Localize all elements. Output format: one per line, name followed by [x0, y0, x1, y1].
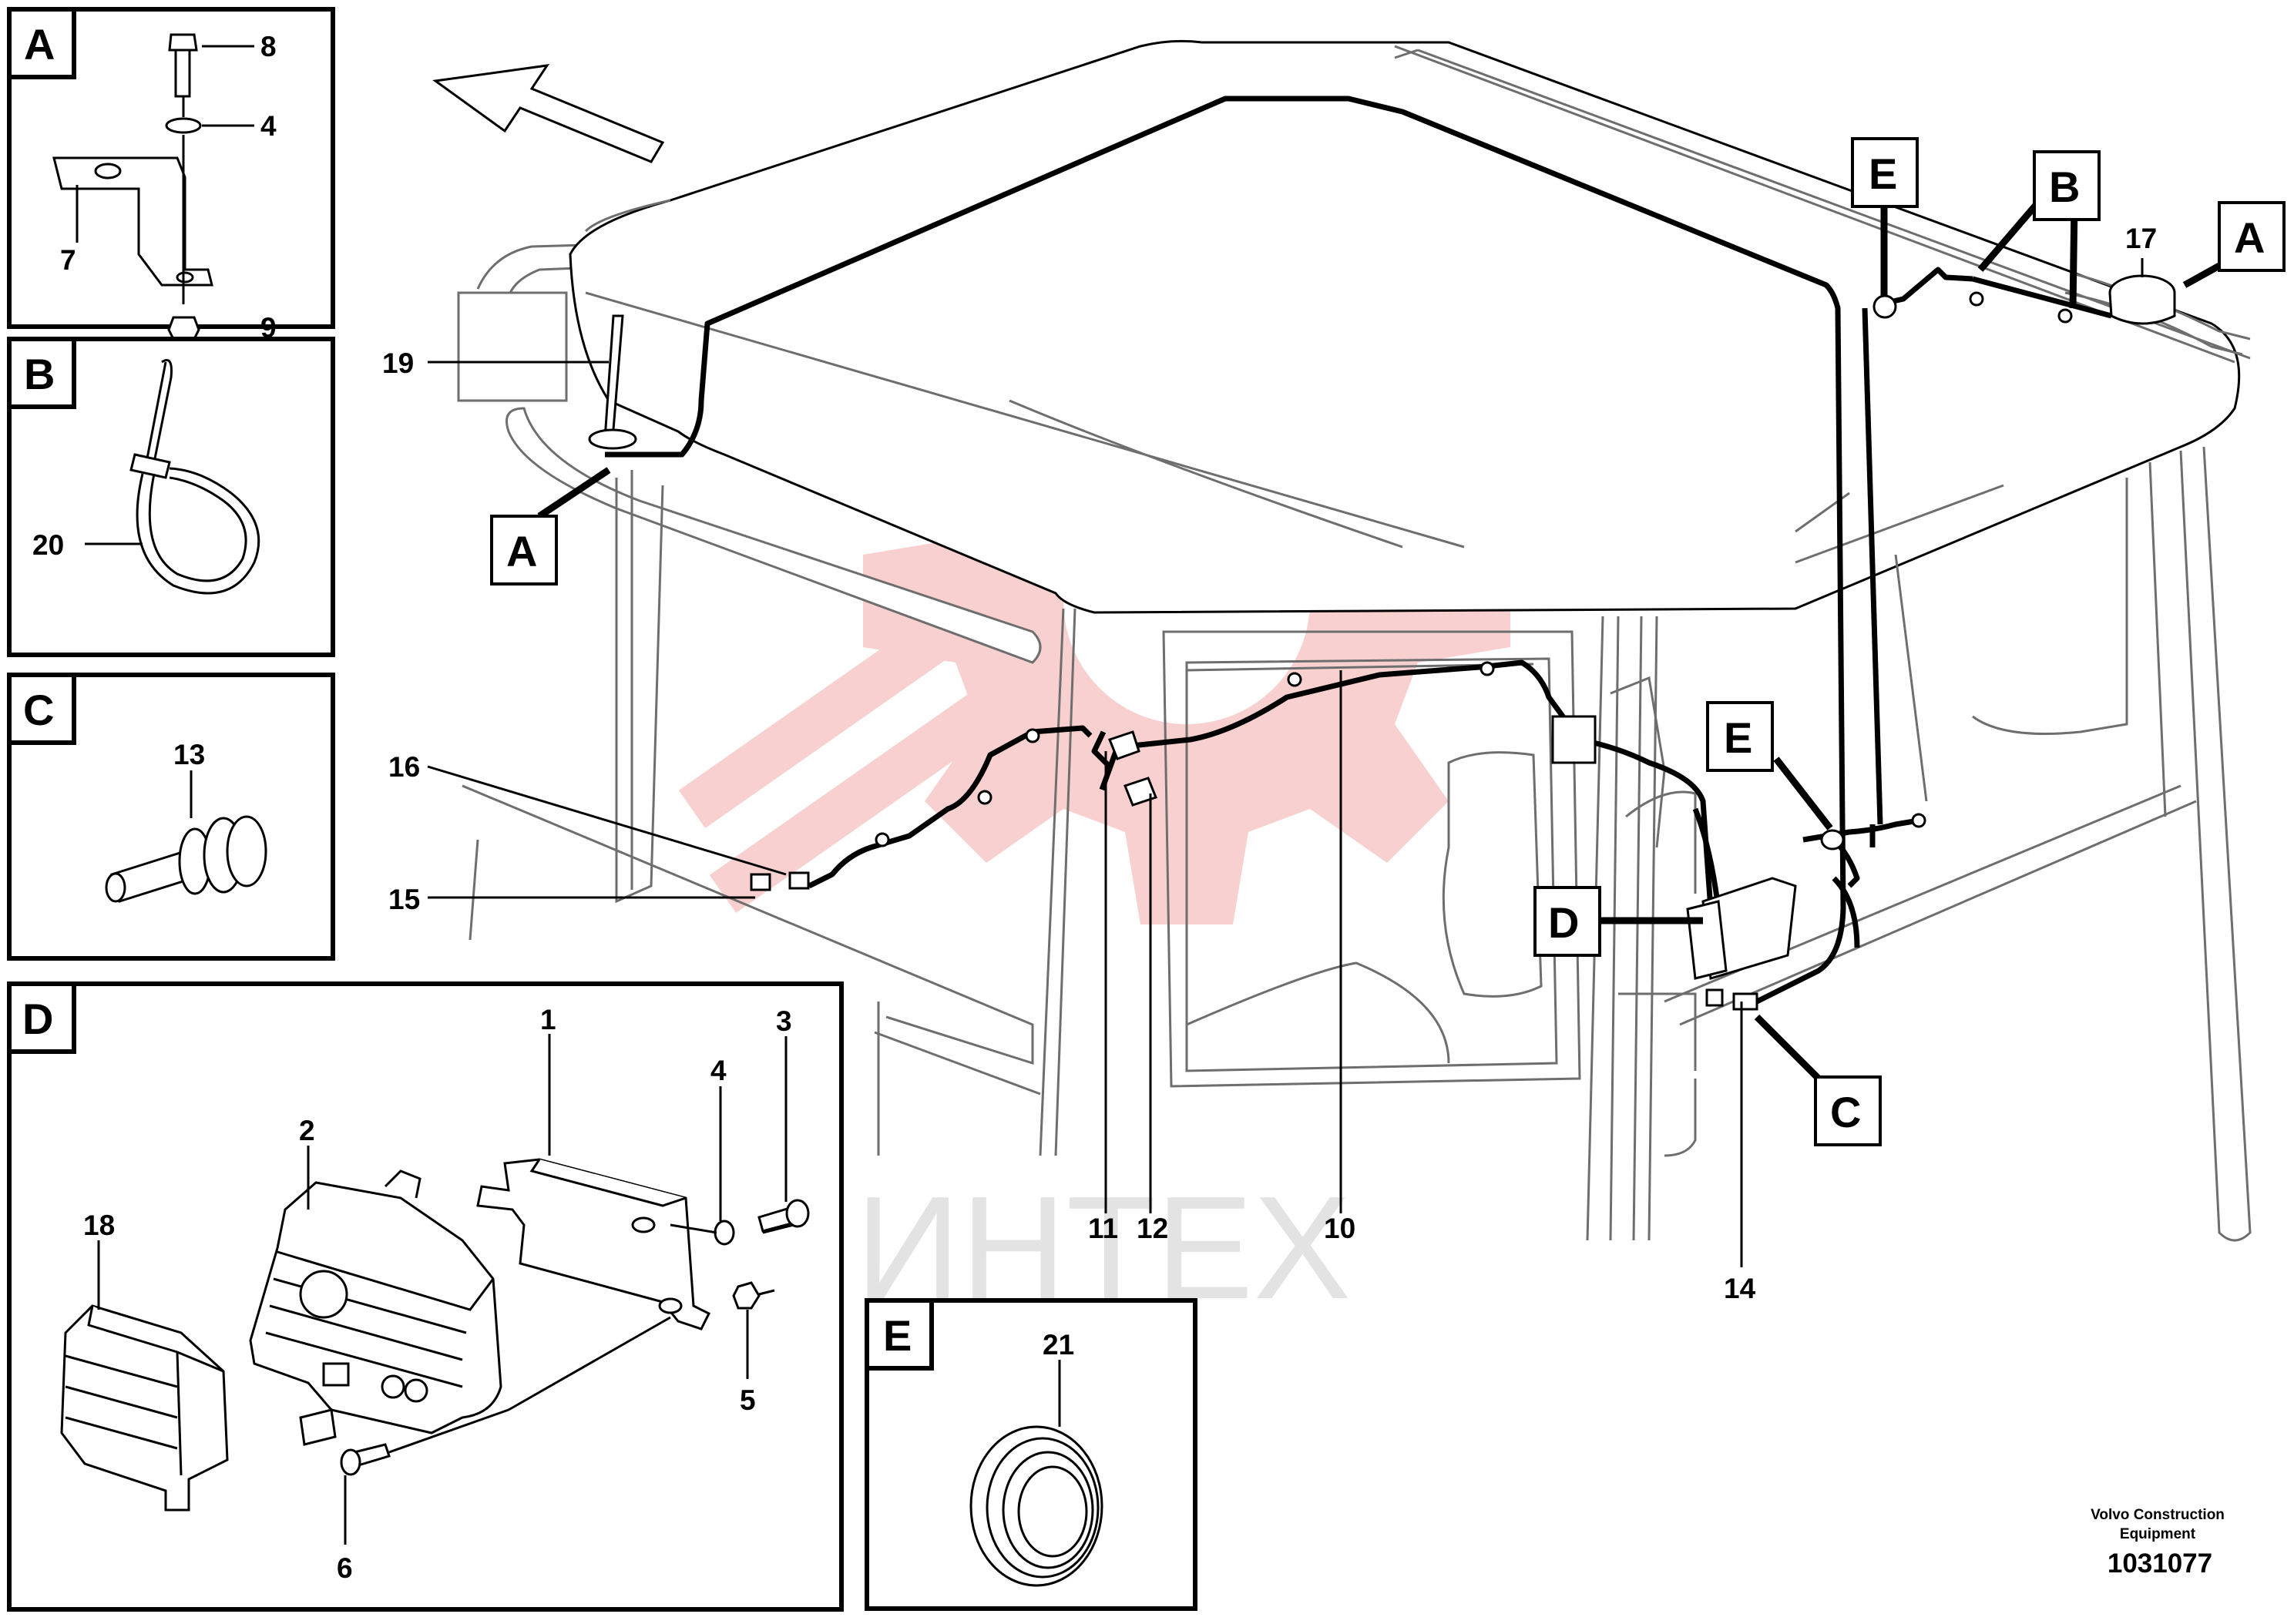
detail-b-letter: B: [24, 350, 55, 398]
view-marker-a-right: A: [2218, 201, 2286, 272]
screw-6: [340, 1443, 391, 1476]
callout-8: 8: [260, 31, 277, 62]
callout-16: 16: [388, 751, 420, 783]
detail-d-letter: D: [22, 995, 53, 1043]
main-leaders: [427, 258, 2144, 1267]
view-marker-d: D: [1533, 886, 1601, 957]
main-view-markers: A A B E E D C: [490, 137, 2286, 1146]
callout-5: 5: [740, 1384, 756, 1416]
svg-text:A: A: [2234, 213, 2265, 262]
marker-pointers: [537, 202, 2222, 1082]
forward-arrow-icon: [432, 64, 665, 163]
svg-text:E: E: [1724, 713, 1752, 762]
callout-21: 21: [1043, 1329, 1074, 1361]
doc-number: 1031077: [2108, 1549, 2212, 1579]
callout-6: 6: [337, 1552, 353, 1584]
svg-text:B: B: [2049, 163, 2080, 211]
control-unit-2: [249, 1169, 502, 1446]
callout-4-d: 4: [710, 1055, 727, 1086]
main-callouts: 19 16 15 11 12 10 14 17: [382, 223, 2157, 1304]
credit-line-1: Volvo Construction: [2091, 1507, 2225, 1523]
svg-text:E: E: [1869, 149, 1897, 198]
detail-panel-d: D: [7, 981, 844, 1612]
callout-12: 12: [1137, 1213, 1168, 1244]
detail-c-letter: C: [23, 686, 54, 734]
detail-panel-c: C 13: [7, 673, 335, 961]
detail-panel-e: E 21: [865, 1298, 1197, 1611]
callout-18: 18: [83, 1210, 115, 1241]
cab-roof: [569, 39, 2241, 614]
relay-unit-18: [60, 1304, 229, 1512]
view-marker-b: B: [2033, 150, 2101, 221]
callout-7: 7: [60, 244, 76, 276]
grommet-21: [969, 1425, 1103, 1587]
callout-20: 20: [32, 529, 64, 561]
view-marker-c: C: [1814, 1075, 1882, 1146]
main-harness: [605, 96, 2112, 1005]
callout-1: 1: [540, 1004, 556, 1035]
detail-e-letter: E: [883, 1311, 912, 1360]
bolt-8: [168, 33, 198, 98]
svg-text:C: C: [1830, 1088, 1861, 1136]
callout-19: 19: [382, 347, 414, 379]
callout-14: 14: [1724, 1273, 1756, 1304]
view-marker-a-left: A: [490, 515, 558, 586]
plug-13: [105, 815, 267, 903]
footer: Volvo Construction Equipment 1031077: [2091, 1507, 2225, 1579]
callout-15: 15: [388, 884, 420, 915]
nut-5: [732, 1281, 761, 1310]
detail-panel-a: A 8 4 7 9: [7, 7, 335, 356]
bolt-3: [757, 1199, 810, 1233]
main-components: [588, 274, 2176, 1011]
detail-a-letter: A: [24, 20, 55, 69]
svg-text:D: D: [1548, 898, 1579, 947]
credit-line-2: Equipment: [2120, 1526, 2196, 1542]
nut-9: [167, 316, 200, 341]
view-marker-e-top: E: [1851, 137, 1919, 208]
callout-4-a: 4: [260, 110, 277, 142]
callout-2: 2: [299, 1115, 315, 1146]
washer-4-a: [165, 117, 202, 134]
svg-text:A: A: [506, 527, 537, 575]
view-marker-e-mid: E: [1706, 701, 1774, 772]
callout-3: 3: [776, 1005, 792, 1037]
callout-13: 13: [173, 739, 205, 770]
cab-illustration: [457, 39, 2252, 1242]
cable-tie-20: [129, 359, 260, 595]
callout-11: 11: [1088, 1213, 1118, 1244]
callout-10: 10: [1324, 1213, 1355, 1244]
washer-4-d: [714, 1220, 735, 1246]
callout-17: 17: [2125, 223, 2157, 254]
callout-9: 9: [260, 312, 277, 344]
detail-panel-b: B 20: [7, 337, 335, 657]
mounting-bracket-1: [476, 1158, 711, 1330]
